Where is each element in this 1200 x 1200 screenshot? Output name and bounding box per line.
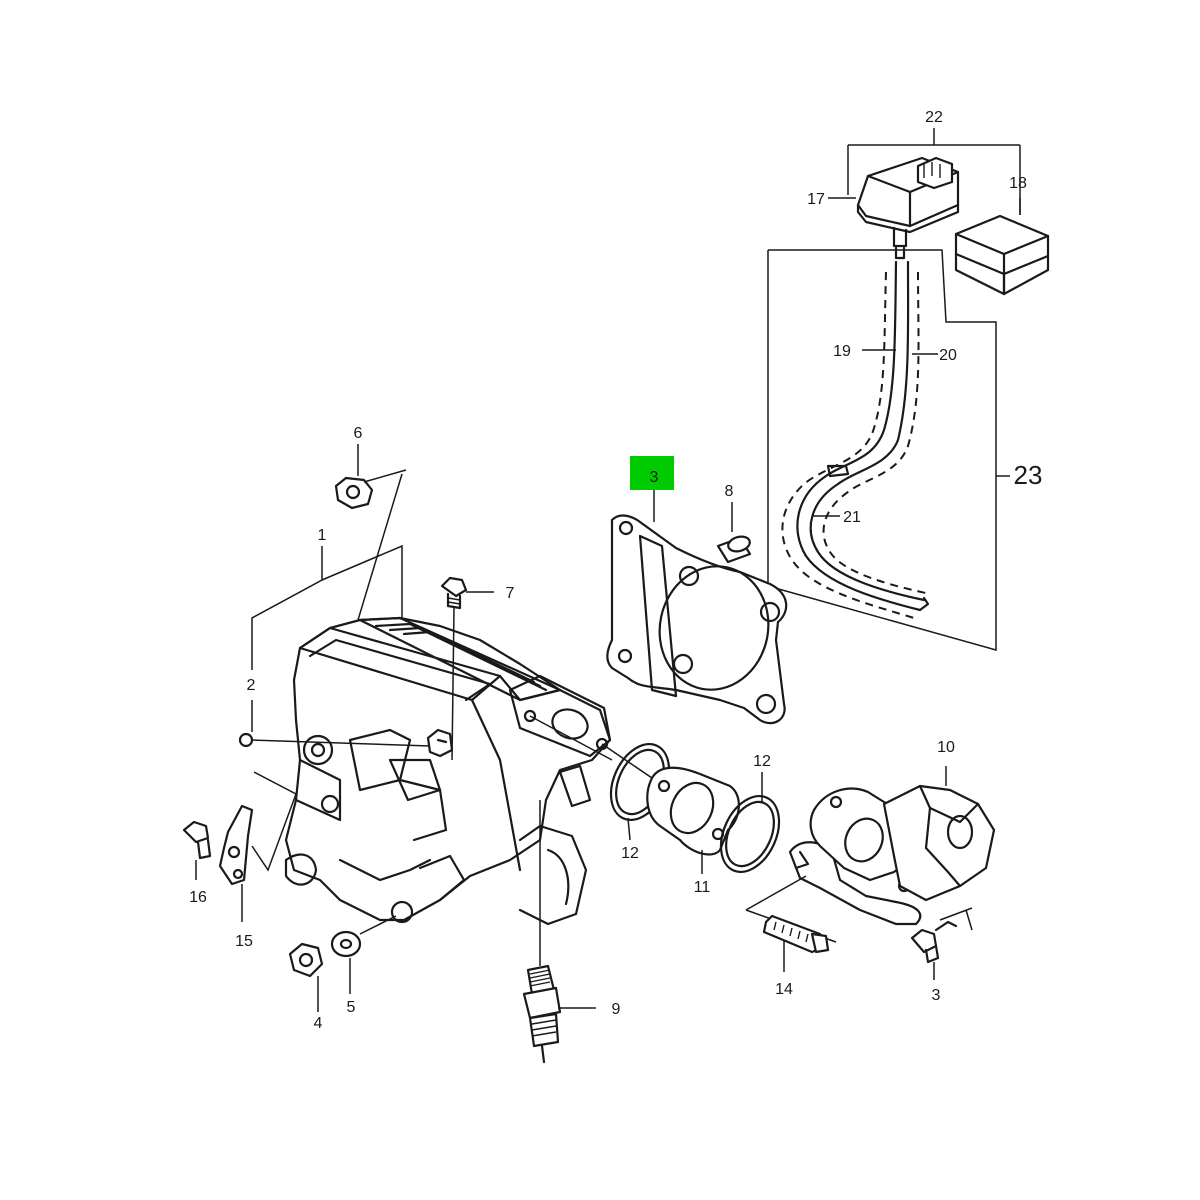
spark-plug-part-9 <box>522 800 596 1064</box>
callout-8: 8 <box>725 483 734 500</box>
callout-19: 19 <box>833 343 851 360</box>
stud-plug-center <box>426 728 454 758</box>
callout-9: 9 <box>612 1001 621 1018</box>
callout-10: 10 <box>937 739 955 756</box>
bolt-part-7 <box>440 576 494 761</box>
callout-6: 6 <box>354 425 363 442</box>
nut-part-4 <box>288 942 324 1012</box>
callout-2: 2 <box>247 677 256 694</box>
leader-cross-lines <box>529 715 653 779</box>
bolt-part-14 <box>762 914 830 972</box>
callout-7: 7 <box>506 585 515 602</box>
callout-18: 18 <box>1009 175 1027 192</box>
callout-15: 15 <box>235 933 253 950</box>
dowel-pin-part-8 <box>716 502 752 564</box>
cylinder-gasket-part-3 <box>606 514 788 725</box>
callout-12-right: 12 <box>753 753 771 770</box>
hose-assembly-frame-23 <box>767 249 1010 651</box>
callout-1: 1 <box>318 527 327 544</box>
breather-cap-part-17 <box>856 156 960 260</box>
callout-21: 21 <box>843 509 861 526</box>
callout-16: 16 <box>189 889 207 906</box>
callout-4: 4 <box>314 1015 323 1032</box>
leader-1 <box>251 473 403 670</box>
callout-14: 14 <box>775 981 793 998</box>
o-ring-part-12-right <box>719 772 781 873</box>
callout-3-bottom: 3 <box>932 987 941 1004</box>
callout-20: 20 <box>939 347 957 364</box>
breather-hose-part-19 <box>796 260 930 612</box>
callout-3-highlighted: 3 <box>650 469 659 486</box>
cover-part-18 <box>954 214 1050 296</box>
o-ring-part-2 <box>238 700 431 748</box>
callout-11: 11 <box>694 879 711 896</box>
hose-sleeve-dashed-20 <box>781 271 931 619</box>
callout-5: 5 <box>347 999 356 1016</box>
insulator-part-11 <box>646 766 740 874</box>
callout-23: 23 <box>1014 460 1043 490</box>
highlight-box-3 <box>630 456 674 522</box>
callout-17: 17 <box>807 191 825 208</box>
bolt-part-16 <box>182 820 212 880</box>
callout-labels: 3 1 2 6 7 8 22 17 18 19 20 21 23 10 12 1… <box>189 109 1042 1032</box>
washer-part-5 <box>330 915 397 994</box>
callout-12-left: 12 <box>621 845 639 862</box>
bolt-part-3-bottom <box>910 920 958 980</box>
callout-22: 22 <box>925 109 943 126</box>
nut-part-6 <box>334 444 407 510</box>
bracket-part-15 <box>218 771 297 922</box>
intake-pipe-part-10 <box>788 766 996 926</box>
cylinder-head-part-1 <box>284 616 612 926</box>
leaders-top-right <box>812 197 1021 517</box>
